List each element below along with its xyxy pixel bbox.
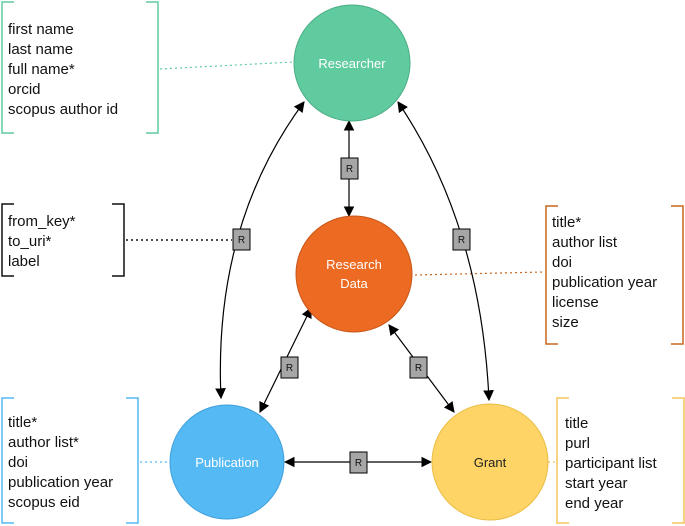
publication-label: Publication — [195, 455, 259, 470]
attribute-item: scopus author id — [8, 101, 118, 118]
attribute-item: publication year — [552, 274, 657, 291]
attribute-item: label — [8, 253, 40, 270]
attribute-item: scopus eid — [8, 494, 80, 511]
grant-attributes-bracket — [556, 397, 685, 524]
research-data-attributes-bracket — [545, 205, 684, 345]
svg-text:R: R — [355, 458, 362, 469]
attribute-item: size — [552, 314, 579, 331]
publication-attribute-list: title* author list* doi publication year… — [8, 414, 113, 511]
research-data-connector — [414, 271, 545, 276]
relationship-attribute-list: from_key* to_uri* label — [8, 213, 76, 270]
relationship-box-researcher-publication: R — [232, 228, 251, 251]
attribute-item: doi — [552, 254, 572, 271]
researcher-circle — [293, 4, 411, 122]
publication-circle — [169, 404, 285, 520]
node-grant: Grant — [431, 403, 549, 521]
relationship-box-researcher-research-data: R — [340, 157, 359, 180]
attribute-item: publication year — [8, 474, 113, 491]
attribute-item: first name — [8, 21, 74, 38]
attribute-item: full name* — [8, 61, 75, 78]
relationship-box-research-data-grant: R — [409, 356, 428, 379]
research-data-attribute-list: title* author list doi publication year … — [552, 214, 657, 331]
attribute-item: last name — [8, 41, 73, 58]
researcher-label: Researcher — [318, 56, 386, 71]
attribute-item: participant list — [565, 455, 658, 472]
researcher-attribute-list: first name last name full name* orcid sc… — [8, 21, 118, 118]
grant-circle — [431, 403, 549, 521]
grant-label: Grant — [474, 455, 507, 470]
research-data-label-line2: Data — [340, 276, 368, 291]
svg-text:R: R — [238, 235, 245, 246]
attribute-item: end year — [565, 495, 623, 512]
node-research-data: Research Data — [295, 215, 413, 333]
attribute-item: orcid — [8, 81, 41, 98]
publication-attributes-bracket — [1, 397, 139, 524]
researcher-attributes-bracket — [1, 1, 159, 134]
attribute-item: title — [565, 415, 588, 432]
attribute-item: title* — [552, 214, 581, 231]
researcher-connector — [159, 61, 294, 70]
relationship-box-research-data-publication: R — [280, 356, 299, 379]
attribute-item: start year — [565, 475, 628, 492]
node-publication: Publication — [169, 404, 285, 520]
attribute-item: purl — [565, 435, 590, 452]
research-data-circle — [295, 215, 413, 333]
attribute-item: doi — [8, 454, 28, 471]
attribute-item: author list — [552, 234, 618, 251]
relationship-box-publication-grant: R — [349, 451, 368, 474]
attribute-item: license — [552, 294, 599, 311]
attribute-item: to_uri* — [8, 233, 52, 250]
svg-text:R: R — [415, 363, 422, 374]
grant-attribute-list: title purl participant list start year e… — [565, 415, 658, 512]
svg-text:R: R — [458, 235, 465, 246]
svg-text:R: R — [346, 164, 353, 175]
attribute-item: title* — [8, 414, 37, 431]
node-researcher: Researcher — [293, 4, 411, 122]
attribute-item: from_key* — [8, 213, 76, 230]
research-data-label-line1: Research — [326, 257, 382, 272]
relationship-attributes-bracket — [1, 203, 125, 277]
svg-text:R: R — [286, 363, 293, 374]
relationship-box-researcher-grant: R — [452, 228, 471, 251]
attribute-item: author list* — [8, 434, 79, 451]
